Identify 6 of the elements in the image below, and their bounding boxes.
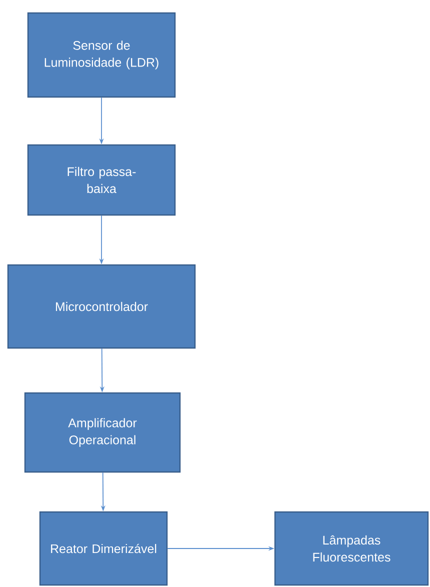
process-box: Amplificador Operacional [24, 392, 181, 473]
process-box: Reator Dimerizável [39, 511, 168, 586]
process-box: Sensor de Luminosidade (LDR) [27, 12, 176, 98]
process-box: Microcontrolador [7, 264, 196, 349]
process-box: Lâmpadas Fluorescentes [274, 511, 429, 586]
process-box: Filtro passa-baixa [27, 144, 176, 216]
